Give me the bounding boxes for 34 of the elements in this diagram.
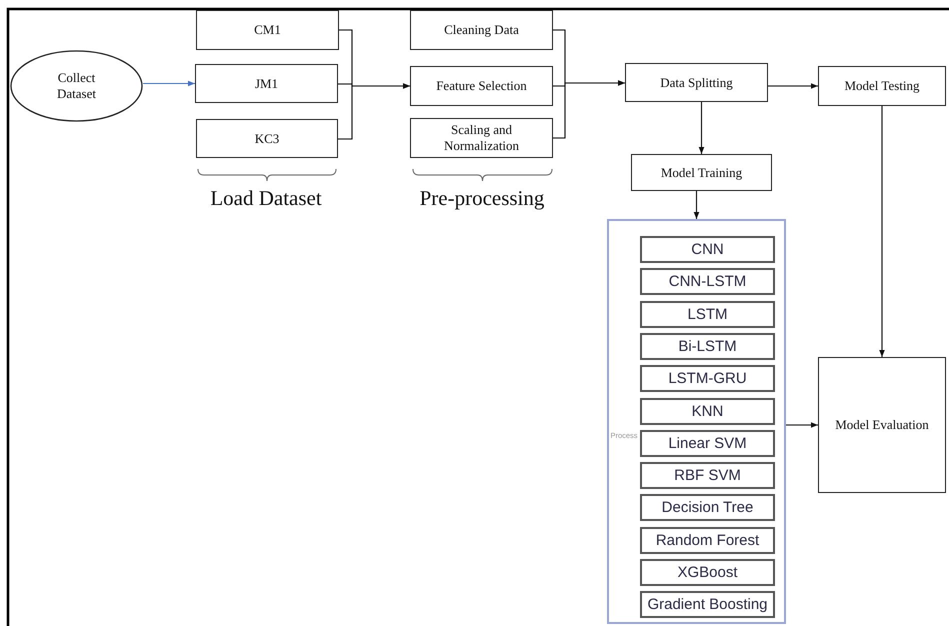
arrow (786, 422, 818, 428)
process-box: Cleaning Data (410, 10, 553, 50)
arrow (768, 83, 818, 89)
group-caption: Load Dataset (209, 186, 323, 211)
model-box: RBF SVM (640, 462, 775, 490)
arrow (879, 106, 885, 357)
arrow (553, 80, 625, 139)
model-box: CNN-LSTM (640, 268, 775, 296)
process-box: Data Splitting (625, 63, 768, 102)
arrow (694, 191, 700, 219)
process-box: Model Evaluation (818, 357, 946, 493)
model-box: LSTM (640, 300, 775, 328)
model-box: Bi-LSTM (640, 332, 775, 360)
node-label: Collect Dataset (56, 70, 97, 102)
model-box: Linear SVM (640, 430, 775, 457)
process-box: Feature Selection (410, 66, 553, 106)
model-box: LSTM-GRU (640, 365, 775, 392)
group-caption: Pre-processing (418, 186, 546, 211)
process-box: Scaling and Normalization (410, 118, 553, 158)
model-box: Decision Tree (640, 494, 775, 522)
arrow (338, 83, 410, 140)
model-box: KNN (640, 398, 775, 424)
process-box: JM1 (195, 64, 338, 103)
process-box: CM1 (196, 10, 339, 50)
model-box: CNN (640, 236, 775, 263)
group-container (607, 219, 786, 624)
process-box: Model Training (631, 154, 772, 191)
model-box: Gradient Boosting (640, 591, 775, 618)
process-box: Model Testing (818, 66, 946, 106)
arrow (143, 80, 195, 86)
model-box: XGBoost (640, 559, 775, 586)
arrow (698, 102, 704, 154)
process-box: KC3 (196, 119, 338, 158)
model-box: Random Forest (640, 526, 775, 554)
